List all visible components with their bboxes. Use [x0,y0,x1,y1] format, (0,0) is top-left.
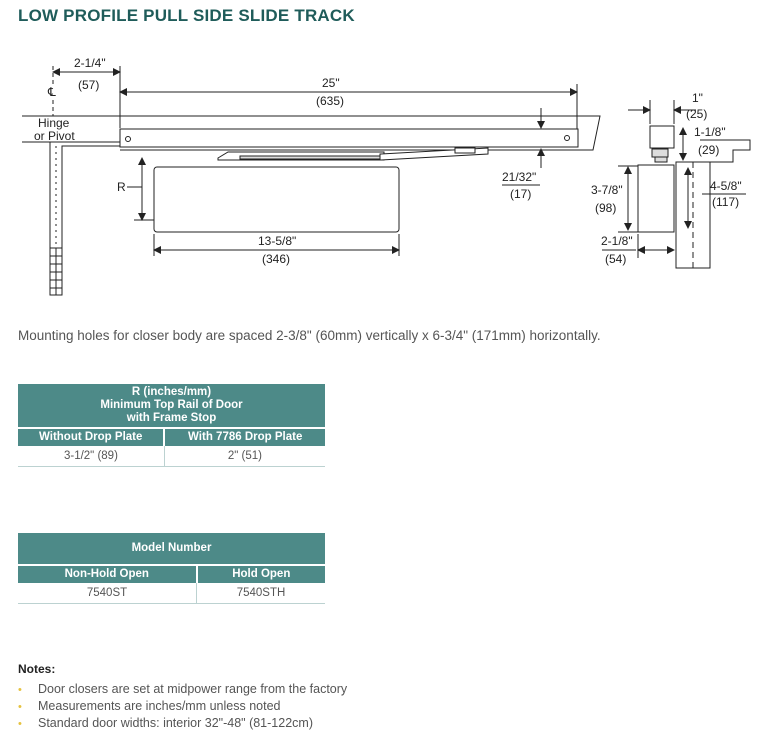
r-table-val-with: 2" (51) [164,446,325,467]
side-dim-5: 2-1/8" [601,234,633,248]
side-dim-4-mm: (117) [712,195,739,209]
note-item: • Standard door widths: interior 32"-48" … [18,715,347,732]
side-dim-2: 1-1/8" [694,125,726,139]
r-table-header-line3: with Frame Stop [126,412,217,424]
side-dim-3-mm: (98) [595,201,616,215]
dim-hinge-offset-mm: (57) [78,78,99,92]
bullet-icon: • [18,684,22,696]
side-dim-4: 4-5/8" [710,179,742,193]
slide-track [22,115,601,151]
hinge-label-2: or Pivot [34,129,75,143]
note-text: Measurements are inches/mm unless noted [38,699,281,713]
model-number-table: Model Number Non-Hold Open Hold Open 754… [18,533,325,604]
model-table-val-nonhold: 7540ST [18,583,198,604]
centerline-symbol: ℄ [47,85,56,99]
dim-track-height-mm: (17) [510,187,531,201]
page-title: LOW PROFILE PULL SIDE SLIDE TRACK [18,6,355,25]
r-table-header: R (inches/mm) Minimum Top Rail of Door w… [18,384,325,428]
model-table-header: Model Number [18,533,325,565]
side-dim-1: 1" [692,91,703,105]
dim-track-length: 25" [322,76,340,90]
note-item: • Door closers are set at midpower range … [18,681,347,698]
model-table-col-nonhold: Non-Hold Open [18,564,198,583]
note-text: Door closers are set at midpower range f… [38,682,348,696]
hinge-edge [22,66,121,296]
r-label: R [117,180,126,194]
closer-arm [217,147,489,161]
side-dim-2-mm: (29) [698,143,719,157]
dim-body-length-mm: (346) [262,252,290,266]
r-table-col-without: Without Drop Plate [18,427,166,446]
notes-title: Notes: [18,662,56,676]
side-view [602,100,751,269]
side-dim-3: 3-7/8" [591,183,623,197]
model-table-val-hold: 7540STH [196,583,325,604]
closer-body [153,166,400,233]
mounting-note: Mounting holes for closer body are space… [18,328,601,343]
dim-body-length: 13-5/8" [258,234,296,248]
model-table-col-hold: Hold Open [196,564,325,583]
r-table-header-line1: R (inches/mm) [131,386,212,398]
note-text: Standard door widths: interior 32"-48" (… [38,716,313,730]
r-dimension-table: R (inches/mm) Minimum Top Rail of Door w… [18,384,325,467]
r-table-header-line2: Minimum Top Rail of Door [100,399,243,411]
r-table-val-without: 3-1/2" (89) [18,446,165,467]
dim-track-height: 21/32" [502,170,536,184]
bullet-icon: • [18,701,22,713]
dim-hinge-offset: 2-1/4" [74,56,106,70]
side-dim-5-mm: (54) [605,252,626,266]
side-dim-1-mm: (25) [686,107,707,121]
hinge-label-1: Hinge [38,116,70,130]
r-table-col-with: With 7786 Drop Plate [164,427,325,446]
slide-track-drawing: ℄ Hinge or Pivot 2-1/4" (57) 25" (635) 2… [22,56,751,296]
dim-track-length-mm: (635) [316,94,344,108]
notes-list: • Door closers are set at midpower range … [18,681,347,732]
bullet-icon: • [18,718,22,730]
note-item: • Measurements are inches/mm unless noted [18,698,347,715]
